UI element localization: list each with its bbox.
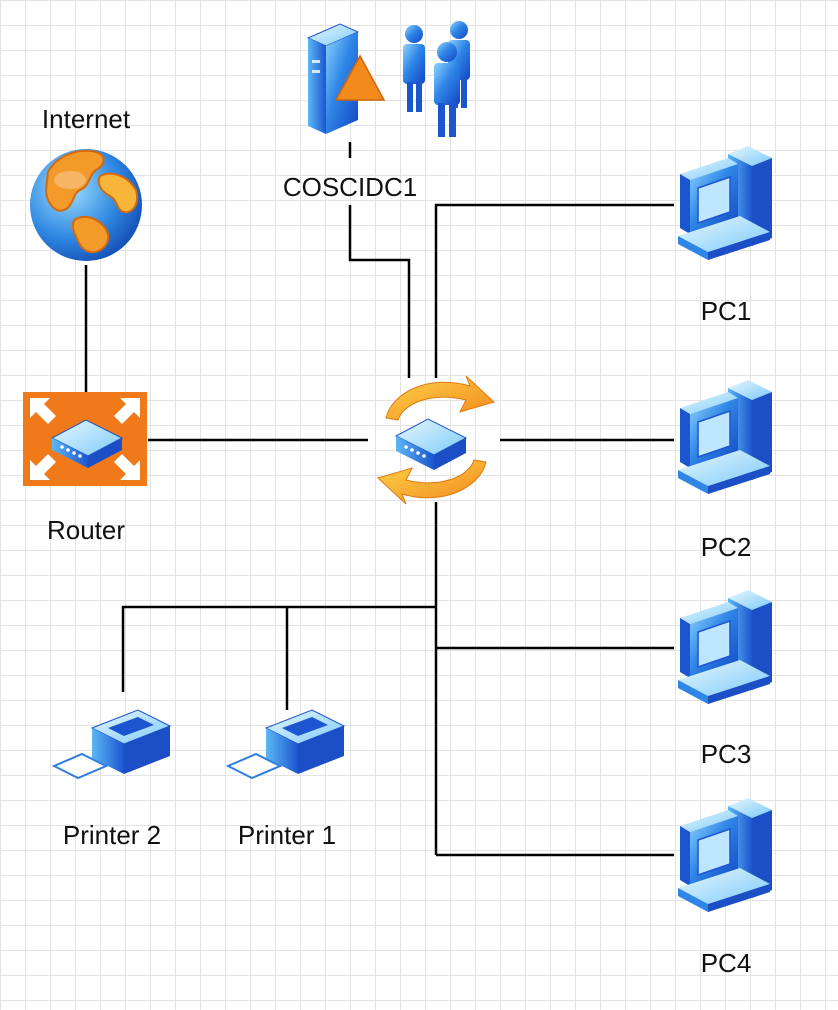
connection-lines — [84, 142, 674, 857]
users-icon — [403, 21, 470, 137]
globe-icon — [30, 149, 142, 261]
pc2-label: PC2 — [700, 532, 752, 562]
internet-label: Internet — [41, 104, 131, 134]
wire-switch-printers — [121, 605, 436, 692]
pc-icon — [678, 798, 772, 912]
pc3-node[interactable] — [678, 590, 772, 704]
pc1-node[interactable] — [678, 146, 772, 260]
router-label: Router — [46, 515, 126, 545]
domain-controller-node[interactable] — [306, 21, 470, 137]
dc-label: COSCIDC1 — [282, 172, 418, 202]
wire-dc-switch — [348, 205, 411, 378]
router-icon — [23, 392, 147, 486]
pc4-node[interactable] — [678, 798, 772, 912]
printer2-node[interactable] — [51, 709, 172, 780]
wire-switch-pc1 — [434, 203, 674, 378]
pc-icon — [678, 590, 772, 704]
domain-controller-icon — [306, 23, 386, 134]
pc3-label: PC3 — [700, 739, 752, 769]
printer-icon — [51, 709, 172, 780]
switch-icon — [377, 375, 495, 505]
pc1-label: PC1 — [700, 296, 752, 326]
printer-icon — [225, 709, 346, 780]
internet-node[interactable] — [30, 149, 142, 261]
pc-icon — [678, 146, 772, 260]
printer2-label: Printer 2 — [62, 820, 162, 850]
router-node[interactable] — [23, 392, 147, 486]
printer1-node[interactable] — [225, 709, 346, 780]
pc-icon — [678, 380, 772, 494]
pc2-node[interactable] — [678, 380, 772, 494]
pc4-label: PC4 — [700, 948, 752, 978]
printer1-label: Printer 1 — [237, 820, 337, 850]
switch-node[interactable] — [377, 375, 495, 505]
